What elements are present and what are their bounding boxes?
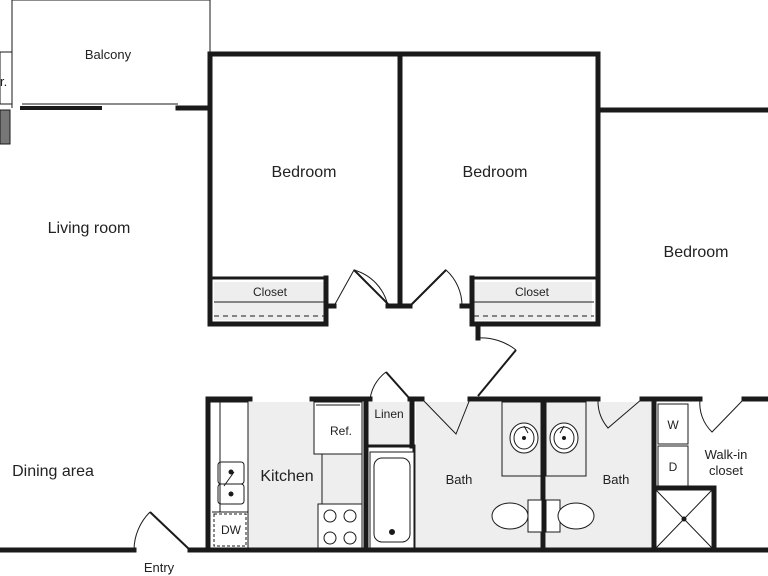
sink-bowl-2	[217, 483, 245, 505]
dishwasher-box	[213, 513, 247, 547]
walls	[0, 51, 768, 553]
linen-door[interactable]	[369, 371, 387, 400]
walk-in-closet-label-line1: Walk-in	[705, 447, 748, 462]
bath-1-door[interactable]	[421, 398, 471, 435]
bath-1-vanity	[501, 401, 543, 477]
stove-burner	[323, 509, 337, 523]
stove	[317, 503, 363, 549]
linen-label: Linen	[374, 407, 403, 421]
entry-label: Entry	[144, 560, 175, 575]
left-edge-dark	[0, 109, 11, 145]
closet-2-label: Closet	[515, 285, 550, 299]
refrigerator-label: Ref.	[330, 424, 352, 438]
refrigerator-box	[313, 401, 363, 455]
living-room-label: Living room	[48, 220, 131, 237]
closet-1-label: Closet	[253, 285, 288, 299]
bath-2-door[interactable]	[597, 398, 643, 429]
entry-door[interactable]	[133, 511, 151, 551]
closet-left-shelf	[214, 282, 326, 320]
bedroom-1-label: Bedroom	[272, 164, 337, 181]
cut-off-label: r.	[0, 74, 7, 89]
walk-in-closet-door[interactable]	[699, 398, 745, 433]
bedroom-3-label: Bedroom	[664, 244, 729, 261]
bathtub-basin	[373, 457, 411, 543]
bath-2-label: Bath	[603, 472, 630, 487]
washer-label: W	[667, 418, 679, 432]
bedroom-3-door[interactable]	[477, 337, 517, 351]
bedroom-2-label: Bedroom	[463, 164, 528, 181]
thin-lines	[0, 0, 745, 551]
dryer	[657, 445, 689, 487]
dishwasher-label: DW	[221, 523, 242, 537]
dining-area-label: Dining area	[12, 463, 94, 480]
bath-2-vanity	[545, 401, 587, 477]
left-edge-box	[0, 51, 13, 105]
balcony-label: Balcony	[85, 47, 132, 62]
linen-shelf	[368, 402, 412, 446]
bath-2-toilet	[557, 502, 595, 530]
bath-1-toilet-tank	[527, 499, 543, 533]
bath-1-label: Bath	[446, 472, 473, 487]
kitchen-label: Kitchen	[260, 468, 313, 485]
dryer-label: D	[669, 460, 678, 474]
stove-burner	[343, 509, 357, 523]
closet-right-shelf	[474, 282, 592, 320]
bedroom-door-right[interactable]	[409, 269, 463, 307]
shower	[655, 489, 713, 549]
bath-1-toilet	[491, 502, 529, 530]
stove-burner	[323, 531, 337, 545]
kitchen-counter-left	[209, 401, 249, 549]
bedroom-door-left[interactable]	[333, 269, 389, 307]
washer	[657, 403, 689, 445]
walk-in-closet-label-line2: closet	[709, 463, 743, 478]
stove-burner	[343, 531, 357, 545]
